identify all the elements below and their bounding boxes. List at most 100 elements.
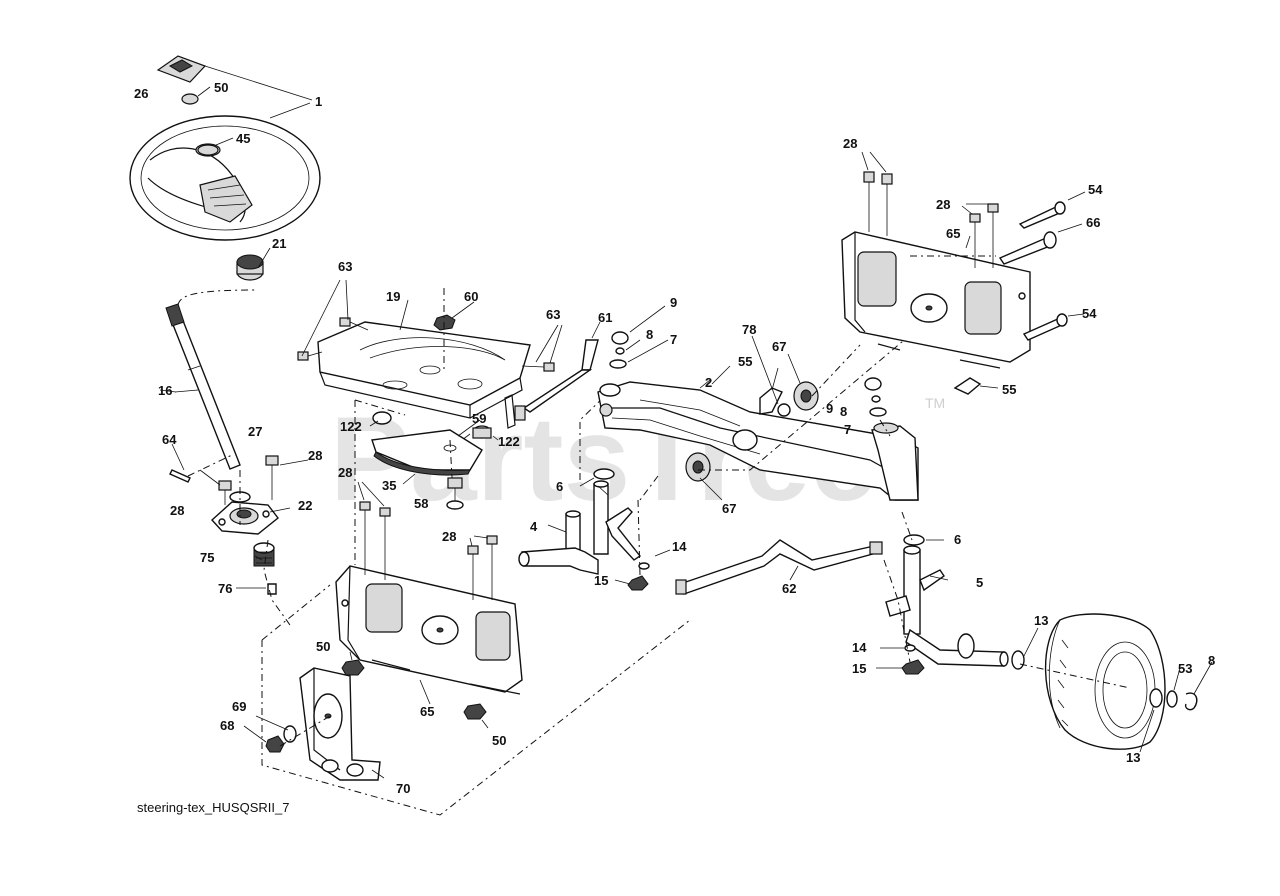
callout-7-left: 7 bbox=[670, 332, 677, 347]
callout-45: 45 bbox=[236, 131, 250, 146]
clip-8-right bbox=[871, 395, 881, 403]
callout-63-right: 63 bbox=[546, 307, 560, 322]
bolt-58 bbox=[446, 477, 464, 510]
bolts-28-lower-left bbox=[357, 481, 391, 580]
steering-cap bbox=[156, 55, 207, 83]
washer-69 bbox=[283, 725, 297, 743]
bolt-54-upper bbox=[1018, 191, 1086, 229]
callout-50-low: 50 bbox=[492, 733, 506, 748]
spindle-4 bbox=[518, 480, 642, 575]
washer-6-right bbox=[903, 534, 925, 546]
callout-68: 68 bbox=[220, 718, 234, 733]
callout-76: 76 bbox=[218, 581, 232, 596]
cap-9-right bbox=[864, 377, 882, 391]
callout-65-right: 65 bbox=[946, 226, 960, 241]
callout-61: 61 bbox=[598, 310, 612, 325]
callout-60: 60 bbox=[464, 289, 478, 304]
callout-63-left: 63 bbox=[338, 259, 352, 274]
callout-62: 62 bbox=[782, 581, 796, 596]
bushing-67-upper bbox=[793, 381, 819, 411]
callout-53: 53 bbox=[1178, 661, 1192, 676]
callout-35: 35 bbox=[382, 478, 396, 493]
callout-64: 64 bbox=[162, 432, 177, 447]
sector-gear-35 bbox=[371, 429, 483, 476]
callout-21: 21 bbox=[272, 236, 286, 251]
callout-16: 16 bbox=[158, 383, 172, 398]
washer-14-left bbox=[638, 562, 650, 570]
callout-75: 75 bbox=[200, 550, 214, 565]
diagram-caption: steering-tex_HUSQSRII_7 bbox=[137, 800, 290, 815]
bolt-28-right bbox=[265, 455, 279, 500]
nut-15-right bbox=[901, 659, 925, 675]
callout-67-upper: 67 bbox=[772, 339, 786, 354]
callout-58: 58 bbox=[414, 496, 428, 511]
pinion-gear-75 bbox=[253, 542, 275, 567]
washer-6-top-left bbox=[599, 383, 621, 397]
callout-4: 4 bbox=[530, 519, 538, 534]
bushing-122-right bbox=[472, 425, 492, 439]
callout-15-left: 15 bbox=[594, 573, 608, 588]
bolts-28-upper-right bbox=[861, 151, 999, 268]
callout-78: 78 bbox=[742, 322, 756, 337]
callout-28-flange-left: 28 bbox=[170, 503, 184, 518]
washer-13-outer bbox=[1149, 688, 1163, 708]
bracket-19 bbox=[317, 321, 531, 429]
steering-shaft bbox=[165, 289, 256, 470]
washer-7-left bbox=[609, 359, 627, 369]
bushing-67-lower bbox=[685, 452, 711, 482]
nut-68 bbox=[265, 735, 285, 753]
nut-50-mid bbox=[341, 659, 365, 676]
callout-70: 70 bbox=[396, 781, 410, 796]
front-axle-2 bbox=[597, 381, 919, 501]
callout-65-left: 65 bbox=[420, 704, 434, 719]
bracket-65-right bbox=[841, 231, 1031, 369]
washer-13-inner bbox=[1011, 650, 1025, 670]
nut-50-top bbox=[181, 93, 199, 105]
steering-wheel bbox=[129, 115, 321, 241]
callout-50-mid: 50 bbox=[316, 639, 330, 654]
nut-15-left bbox=[627, 575, 649, 591]
washer-7-right bbox=[869, 407, 887, 417]
callout-122-left: 122 bbox=[340, 419, 362, 434]
callout-27: 27 bbox=[248, 424, 262, 439]
callout-7-right: 7 bbox=[844, 422, 851, 437]
washer-6-left bbox=[593, 468, 615, 480]
callout-26: 26 bbox=[134, 86, 148, 101]
bolt-66 bbox=[998, 223, 1083, 265]
clip-8-wheel bbox=[1184, 692, 1198, 711]
bolt-54-lower bbox=[1022, 313, 1085, 341]
callout-8-left: 8 bbox=[646, 327, 653, 342]
plate-70 bbox=[299, 667, 381, 781]
bushing-21 bbox=[236, 254, 264, 281]
callout-69: 69 bbox=[232, 699, 246, 714]
callout-1: 1 bbox=[315, 94, 322, 109]
callout-28-flange-right: 28 bbox=[308, 448, 322, 463]
callout-8-wheel: 8 bbox=[1208, 653, 1215, 668]
callout-54-lower: 54 bbox=[1082, 306, 1097, 321]
callout-14-left: 14 bbox=[672, 539, 687, 554]
callout-13-upper: 13 bbox=[1034, 613, 1048, 628]
bushing-55-right bbox=[953, 377, 982, 395]
callout-28-bracket-right: 28 bbox=[936, 197, 950, 212]
callout-5: 5 bbox=[976, 575, 983, 590]
bolts-28-lower-mid bbox=[467, 535, 498, 600]
spindle-5 bbox=[885, 545, 1009, 667]
bolt-63-right bbox=[521, 362, 555, 372]
callout-22: 22 bbox=[298, 498, 312, 513]
front-wheel bbox=[1044, 613, 1166, 750]
callout-2: 2 bbox=[705, 375, 712, 390]
bolt-28-left bbox=[218, 480, 232, 505]
clip-8-left bbox=[615, 347, 625, 355]
callout-15-right: 15 bbox=[852, 661, 866, 676]
insert-45 bbox=[197, 144, 219, 156]
callout-59: 59 bbox=[472, 411, 486, 426]
bolt-63-left bbox=[297, 317, 369, 361]
callout-6-left: 6 bbox=[556, 479, 563, 494]
callout-50-top: 50 bbox=[214, 80, 228, 95]
callout-28-lower-mid: 28 bbox=[442, 529, 456, 544]
callout-28-top: 28 bbox=[843, 136, 857, 151]
callout-13-lower: 13 bbox=[1126, 750, 1140, 765]
bracket-65-left bbox=[335, 565, 523, 695]
flange-bearing bbox=[211, 501, 279, 535]
